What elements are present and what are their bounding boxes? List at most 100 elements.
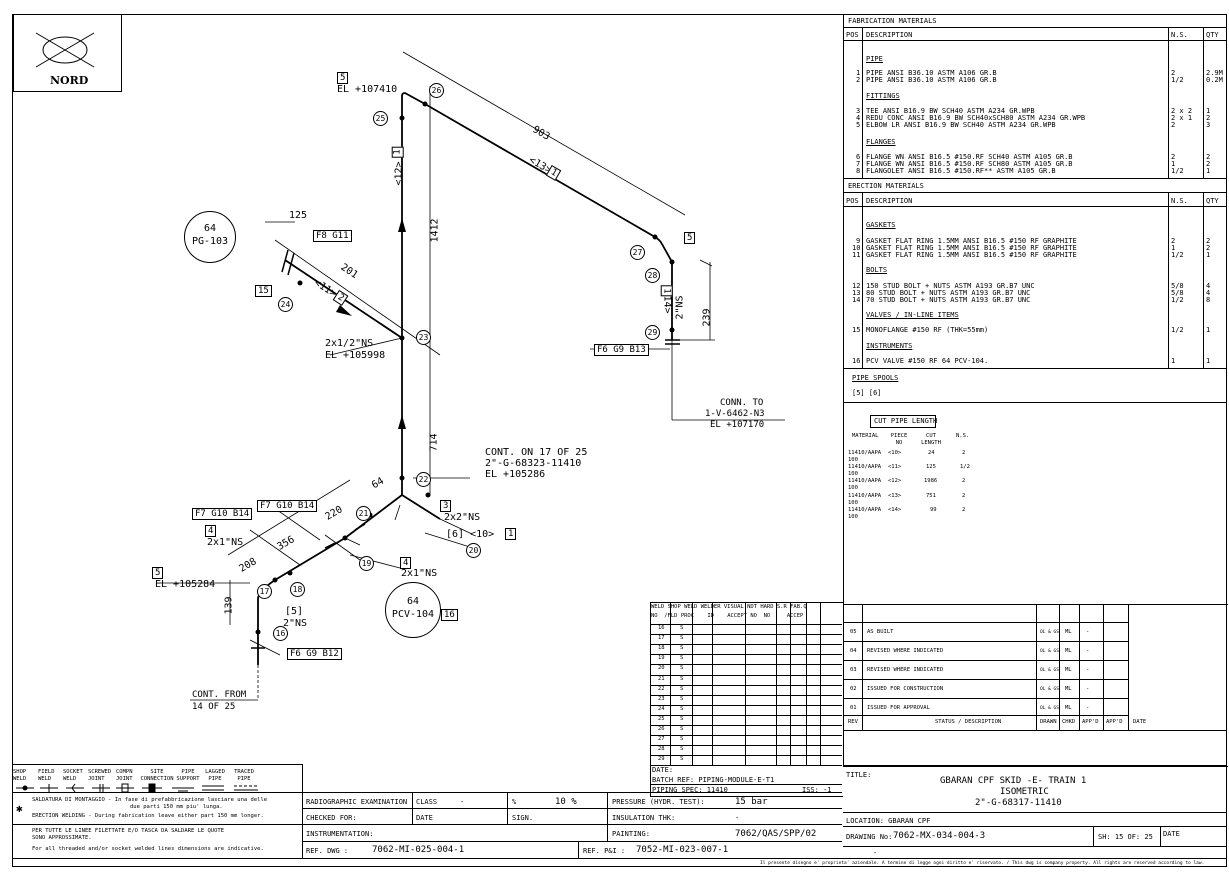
cut-piece: <14> (888, 507, 902, 513)
fab-desc: ELBOW LR ANSI B16.9 BW SCH40 ASTM A234 G… (866, 121, 1056, 129)
rev-drawn: OL & GS (1040, 630, 1059, 635)
rev-checked: ML (1065, 648, 1072, 654)
fab-ns: 2 x 2 (1171, 107, 1193, 115)
rev-number: 01 (850, 705, 857, 711)
rev-header: REV (848, 719, 858, 725)
cut-length: 99 (930, 507, 937, 513)
legend-compn-joint: COMPN JOINT (116, 769, 133, 782)
weld-h: ACCEPT (727, 613, 748, 619)
pcv-number: 64 (406, 596, 420, 607)
fab-group-pipe: PIPE (866, 55, 883, 63)
ere-qty: 2 (1206, 237, 1211, 245)
symbol-legend (16, 783, 258, 792)
fab-qty: 1 (1206, 107, 1211, 115)
cont-from-2: 14 OF 25 (192, 702, 236, 712)
fab-desc: TEE ANSI B16.9 BW SCH40 ASTM A234 GR.WPB (866, 107, 1035, 115)
ns-2-label: 2"NS (674, 295, 686, 320)
ere-desc: 70 STUD BOLT + NUTS ASTM A193 GR.B7 UNC (866, 296, 1031, 304)
cut-material: 11410/AAPA (848, 478, 882, 484)
weld-row-no: 22 (658, 685, 665, 692)
weld-row-shop: S (680, 715, 684, 722)
weld-row-no: 25 (658, 715, 665, 722)
rev-drawn: OL & GS (1040, 706, 1059, 711)
ere-group-valves: VALVES / IN-LINE ITEMS (866, 311, 959, 319)
fab-ns: 1/2 (1171, 76, 1184, 84)
rev-header: APP'D (1082, 719, 1099, 725)
conn-to-2: 1-V-6462-N3 (705, 409, 765, 419)
cut-ns: 1/2 (960, 464, 970, 470)
cont-on-3: EL +105286 (485, 469, 546, 480)
fab-pos: 4 (856, 114, 861, 122)
dim-1412: 1412 (429, 218, 441, 243)
item-box-16: 16 (441, 609, 458, 621)
pipe-spools-title: PIPE SPOOLS (852, 374, 899, 382)
weld-bubble: 23 (416, 330, 431, 345)
fab-ns: 1 (1171, 160, 1176, 168)
fab-pos: 8 (856, 167, 861, 175)
fab-ns: 1/2 (1171, 167, 1184, 175)
fab-header-ns: N.S. (1171, 31, 1188, 39)
ref-pid-value: 7052-MI-023-007-1 (636, 845, 729, 855)
elev-105998: EL +105998 (325, 350, 386, 361)
fab-qty: 2 (1206, 114, 1211, 122)
cut-ns: 2 (962, 478, 966, 484)
rev-header: CHKD (1062, 719, 1076, 725)
ere-group-bolts: BOLTS (866, 266, 888, 274)
note-3a: PER TUTTE LE LINEE FILETTATE E/O TASCA D… (32, 828, 225, 834)
ref-pid-label: REF. P&I : (583, 847, 626, 855)
elev-105284: EL +105284 (155, 579, 216, 590)
ere-header-qty: QTY (1206, 197, 1219, 205)
cut-suffix: 100 (848, 457, 858, 463)
fab-desc: PIPE ANSI B36.10 ASTM A106 GR.B (866, 76, 997, 84)
weld-bubble: 19 (359, 556, 374, 571)
weld-row-shop: S (680, 685, 684, 692)
weld-bubble: 28 (645, 268, 660, 283)
weld-table (650, 602, 843, 797)
weld-row-no: 27 (658, 736, 665, 743)
weld-row-no: 21 (658, 675, 665, 682)
rev-number: 05 (850, 629, 857, 635)
flange-tag-f7-b14-b: F7 G10 B14 (192, 508, 253, 520)
weld-row-no: 26 (658, 726, 665, 732)
weld-h: ACCEP (786, 613, 804, 619)
weld-bubble: 24 (278, 297, 293, 312)
pipe-12 (401, 92, 673, 340)
ere-desc: GASKET FLAT RING 1.5MM ANSI B16.5 #150 R… (866, 237, 1077, 245)
conn-to-3: EL +107170 (710, 420, 765, 430)
item-box-4b: 4 (400, 557, 412, 569)
conn-to-1: CONN. TO (720, 398, 764, 408)
fab-qty: 2.9M (1206, 69, 1223, 77)
dim-714: 714 (428, 433, 440, 452)
ere-pos: 13 (852, 289, 861, 297)
pressure-label: PRESSURE (HYDR. TEST): (612, 798, 705, 806)
legend-screwed-joint: SCREWED JOINT (88, 769, 112, 782)
rev-approved: - (1086, 705, 1090, 711)
cut-suffix: 100 (848, 500, 858, 506)
dim-239: 239 (701, 308, 713, 327)
weld-row-shop: S (680, 655, 684, 662)
rev-header: DRAWN (1040, 719, 1057, 725)
copyright: Il presente disegno e' proprieta' aziend… (760, 861, 1205, 866)
cut-ns: 2 (962, 507, 966, 513)
rev-checked: ML (1065, 705, 1072, 711)
weld-h: S.R (776, 604, 787, 610)
ref-dwg-label: REF. DWG : (306, 847, 349, 855)
weld-row-shop: S (680, 635, 684, 642)
pipe-spools-list: [5] [6] (852, 389, 882, 397)
note-3b: SONO APPROSSIMATE. (32, 835, 92, 841)
flange-tag-f7-b14-a: F7 G10 B14 (257, 500, 318, 512)
ere-pos: 16 (852, 357, 861, 365)
weld-bubble: 25 (373, 111, 388, 126)
weld-bubble: 20 (466, 543, 481, 558)
pipe-label-12: <12> (393, 161, 405, 186)
cut-piece: <13> (888, 493, 902, 499)
weld-header-2: NO /FLD PROC ID ACCEPT NO NO ACCEP (651, 613, 803, 620)
weld-h: FAB.Q (790, 604, 807, 610)
materials-panel (843, 14, 1227, 605)
flange-tag-f6-b13: F6 G9 B13 (594, 344, 649, 356)
item-box-15: 15 (255, 285, 272, 297)
item-box-5: 5 (152, 567, 164, 579)
weld-h: WELD (651, 604, 665, 610)
rev-approved: - (1086, 629, 1090, 635)
weld-row-shop: S (680, 675, 684, 682)
